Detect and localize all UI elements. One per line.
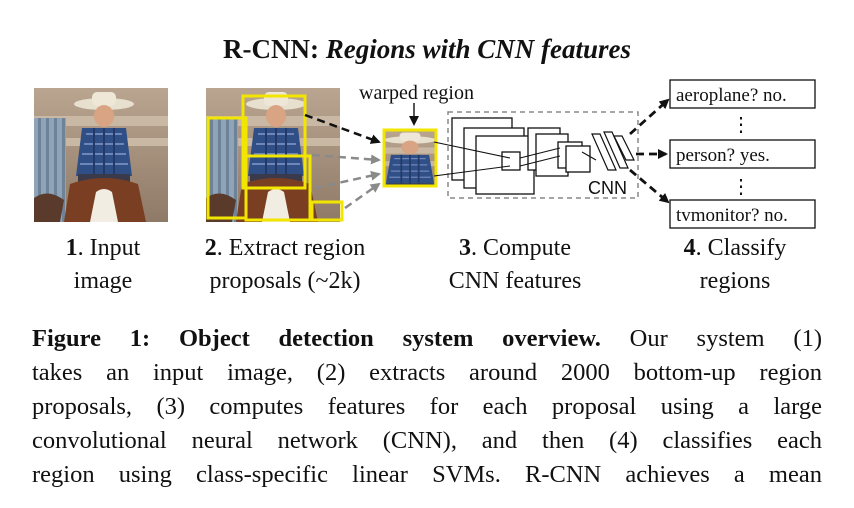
step-4-label: 4. Classify regions	[683, 235, 787, 294]
class-label-person: person? yes.	[676, 145, 770, 166]
ellipsis-2: ⋮	[731, 174, 751, 198]
step-3-label: 3. Compute CNN features	[448, 235, 582, 294]
region-proposals-image	[205, 87, 344, 223]
caption-line-1: Figure 1: Object detection system overvi…	[32, 325, 822, 352]
cnn-block	[433, 111, 639, 199]
warp-arrow-gray-3	[344, 182, 381, 210]
step-2-label: 2. Extract region proposals (~2k)	[204, 235, 366, 294]
input-image	[33, 87, 169, 223]
class-box-person: person? yes.	[669, 139, 816, 169]
figure-caption: Figure 1: Object detection system overvi…	[32, 322, 822, 492]
warp-arrow-dark	[304, 113, 381, 144]
rcnn-diagram: warped region CNN	[33, 79, 816, 229]
warp-arrow-gray-2	[314, 170, 381, 190]
step-1-label: 1. Input image	[65, 235, 141, 294]
caption-lead: Figure 1: Object detection system overvi…	[32, 325, 601, 352]
caption-line-3: proposals, (3) computes features for eac…	[32, 393, 822, 420]
figure-title-italic: Regions with CNN features	[325, 34, 632, 64]
classify-arrow-tvmonitor	[629, 168, 670, 204]
caption-line-4: convolutional neural network (CNN), and …	[32, 427, 822, 454]
warped-region-image	[382, 128, 438, 188]
class-box-aeroplane: aeroplane? no.	[669, 79, 816, 109]
caption-line-2: takes an input image, (2) extracts aroun…	[32, 359, 822, 386]
class-label-tvmonitor: tvmonitor? no.	[676, 205, 788, 226]
proposal-box-small	[310, 200, 344, 222]
class-box-tvmonitor: tvmonitor? no.	[669, 199, 816, 229]
proposal-box-horse	[244, 154, 312, 222]
class-label-aeroplane: aeroplane? no.	[676, 85, 787, 106]
warp-arrow-gray-1	[311, 153, 381, 165]
caption-line-5: region using class-specific linear SVMs.…	[32, 461, 822, 488]
ellipsis-1: ⋮	[731, 112, 751, 136]
cnn-label: CNN	[588, 178, 627, 198]
figure-title: R-CNN: Regions with CNN features	[0, 34, 854, 65]
figure-title-plain: R-CNN:	[222, 34, 326, 64]
proposal-box-person	[241, 94, 307, 190]
classify-arrow-aeroplane	[629, 98, 670, 136]
warped-region-label: warped region	[359, 82, 474, 104]
